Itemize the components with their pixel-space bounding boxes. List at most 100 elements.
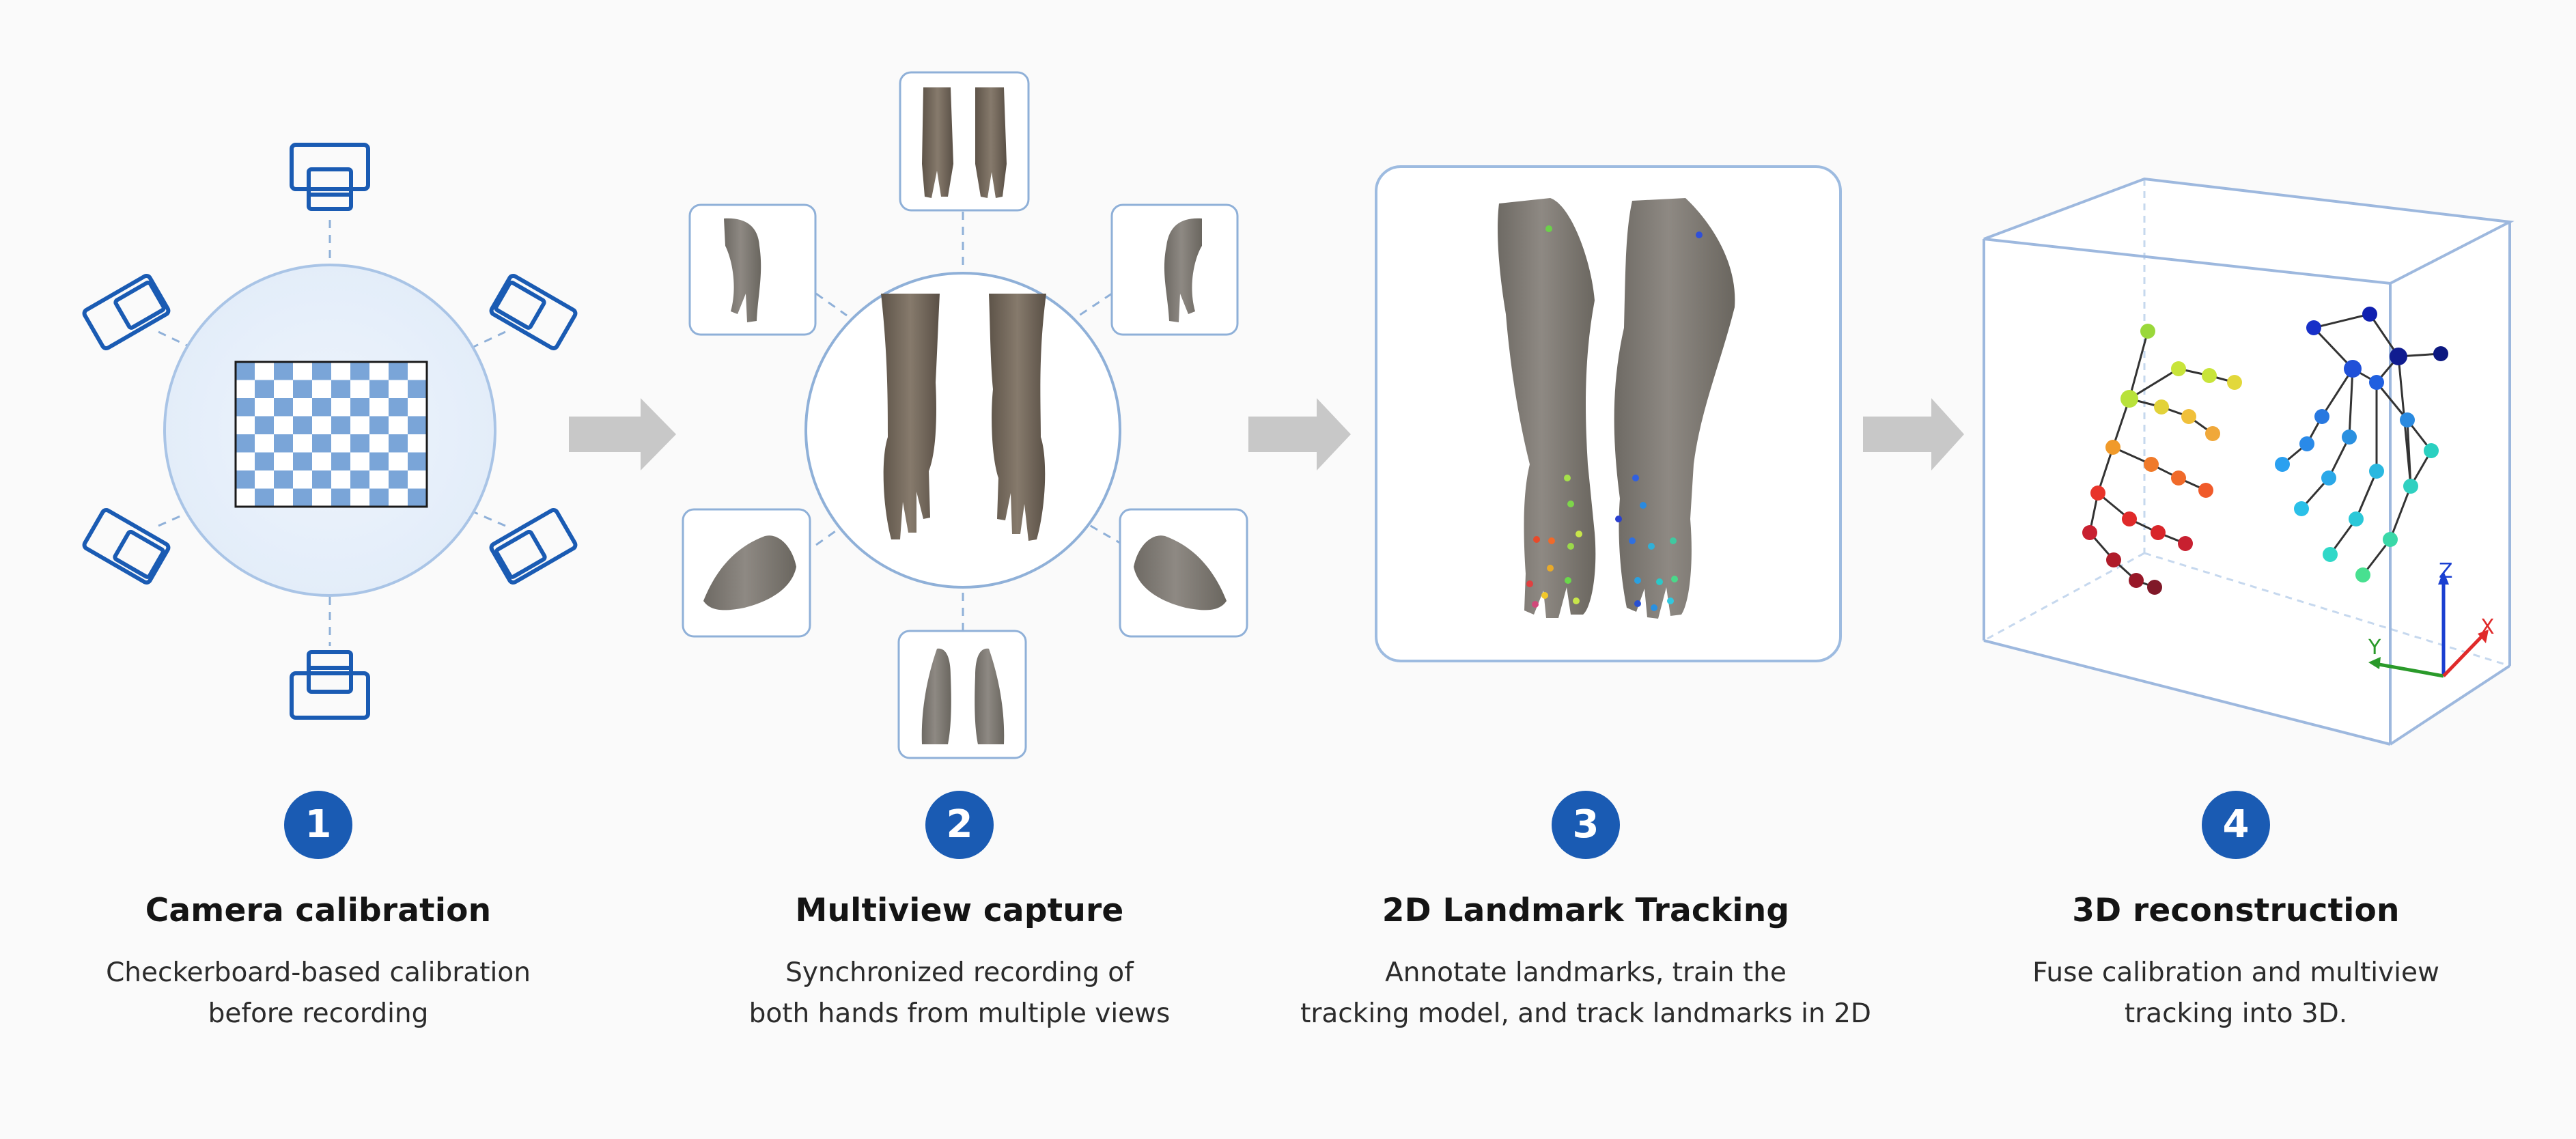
checker-square [369,488,389,507]
skeleton-joint [2129,573,2144,588]
capture-panel [682,71,1248,759]
skeleton-bone [2321,368,2354,417]
checker-square [389,470,408,489]
skeleton-joint [2369,464,2384,479]
checker-square [312,434,331,453]
checker-square [274,452,293,470]
center-hands [881,294,1046,541]
checker-square [312,380,331,398]
checker-square [236,470,255,489]
skeleton-joint [2344,360,2362,378]
landmark-point [1648,543,1655,550]
landmark-point [1632,475,1639,481]
checker-square [350,434,369,453]
landmark-point [1548,537,1555,544]
landmark-point [1541,592,1548,599]
skeleton-joint [2090,486,2105,501]
tracking-frame [1375,165,1842,662]
checker-square [331,434,350,453]
step-description-line: tracking into 3D. [2124,998,2348,1029]
checker-square [331,398,350,417]
step-title: Camera calibration [145,892,492,929]
tracking-panel [1375,165,1842,662]
checker-square [255,398,274,417]
checker-square [274,398,293,417]
checker-square [255,488,274,507]
step-number-badge: 1 [284,791,352,859]
checker-square [408,488,427,507]
skeleton-joint [2106,552,2121,567]
checker-square [274,488,293,507]
step-description-line: Checkerboard-based calibration [106,957,531,988]
landmark-point [1634,577,1641,584]
skeleton-joint [2342,430,2357,445]
axis-x-label: X [2480,615,2495,639]
skeleton-joint [2369,375,2384,390]
axes-gizmo: Z Y X [2368,559,2495,678]
step-number-badge: 4 [2202,791,2270,859]
checker-square [255,470,274,489]
checker-square [255,434,274,453]
landmark-point [1634,600,1641,607]
landmark-point [1667,597,1674,604]
skeleton-joint [2403,479,2418,494]
skeleton-joint [2355,567,2370,582]
step-4: 4 3D reconstruction Fuse calibration and… [1929,791,2543,1035]
skeleton-joint [2306,320,2321,335]
landmark-point [1671,576,1678,582]
checker-square [236,416,255,434]
checker-square [408,398,427,417]
landmark-point [1615,516,1622,522]
checker-square [389,488,408,507]
checker-square [389,452,408,470]
landmark-point [1564,475,1571,481]
checker-square [408,452,427,470]
checker-square [312,470,331,489]
checker-square [312,488,331,507]
step-1: 1 Camera calibration Checkerboard-based … [11,791,626,1035]
checker-square [350,398,369,417]
checker-square [350,470,369,489]
checker-square [331,452,350,470]
flow-arrow [569,398,676,470]
landmark-point [1526,580,1533,587]
step-description: Fuse calibration and multiview tracking … [1929,953,2543,1035]
checker-square [293,398,312,417]
skeleton-joint [2140,324,2155,339]
checker-square [369,416,389,434]
landmark-point [1545,225,1552,232]
skeleton-joint [2314,409,2329,424]
checker-square [369,434,389,453]
skeleton-joint [2181,409,2196,424]
checker-square [408,362,427,380]
skeleton-joint [2227,375,2242,390]
skeleton-bone [2348,368,2354,438]
skeleton-joint [2349,511,2364,526]
landmark-point [1573,597,1580,604]
view-thumbnail-lower-left [682,508,811,638]
landmark-point [1629,537,1636,544]
skeleton-joint [2362,307,2377,322]
view-thumbnail-upper-right [1110,203,1239,336]
view-thumbnail-top [899,71,1030,212]
landmark-point [1533,536,1540,543]
checker-square [274,470,293,489]
checker-square [312,452,331,470]
checker-square [389,398,408,417]
skeleton-joint [2178,536,2193,551]
checker-square [408,470,427,489]
step-description-line: Annotate landmarks, train the [1385,957,1787,988]
step-description-line: Synchronized recording of [785,957,1134,988]
checker-square [350,488,369,507]
skeleton-joint [2154,399,2169,414]
landmark-point [1656,578,1663,585]
view-thumbnail-bottom [897,630,1027,759]
landmark-point [1696,231,1703,238]
checker-square [369,362,389,380]
checker-square [350,380,369,398]
camera-icon [82,507,171,585]
checker-square [331,362,350,380]
step-description: Annotate landmarks, train the tracking m… [1278,953,1893,1035]
checkerboard-border [234,361,428,508]
reconstruction-panel: Z Y X [1983,177,2515,746]
